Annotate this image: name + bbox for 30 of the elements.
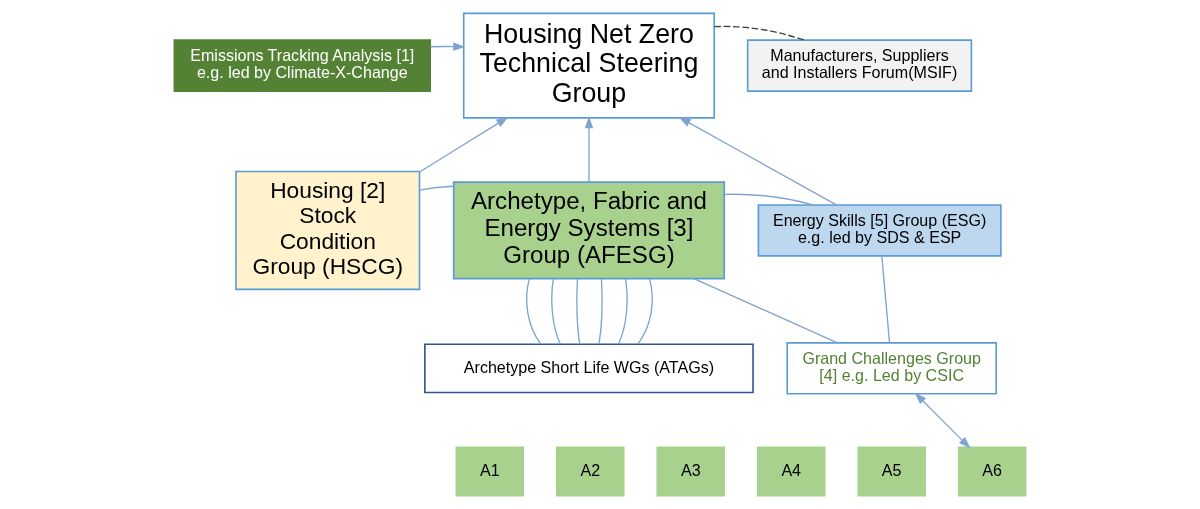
node-box: Housing Net Zero Technical Steering Group — [462, 12, 715, 119]
arrow — [678, 117, 838, 206]
arrow — [418, 116, 509, 173]
node-box: Archetype, Fabric and Energy Systems [3] Group (AFESG) — [452, 181, 726, 280]
node-box: Energy Skills [5] Group (ESG) e.g. led by SDS & ESP — [757, 204, 1002, 257]
arrow — [584, 116, 594, 183]
node-box: Housing [2] Stock Condition Group (HSCG) — [235, 170, 421, 291]
connector — [881, 255, 891, 344]
node-box: A6 — [957, 446, 1027, 497]
node-box: Grand Challenges Group [4] e.g. Led by CSIC — [786, 342, 997, 395]
connector — [637, 278, 653, 345]
node-box: Emissions Tracking Analysis [1] e.g. led by Climate-X-Change — [173, 39, 431, 92]
node-box: Archetype Short Life WGs (ATAGs) — [424, 343, 754, 394]
connector — [723, 193, 814, 206]
connector — [617, 278, 628, 345]
arrow — [914, 392, 971, 449]
connector — [693, 278, 839, 344]
connector — [418, 185, 454, 191]
connector — [551, 278, 561, 345]
node-box: Manufacturers, Suppliers and Installers Forum(MSIF) — [746, 39, 973, 92]
arrow — [429, 42, 466, 51]
connector — [713, 25, 805, 41]
connector — [576, 278, 581, 345]
connector — [598, 278, 603, 345]
node-box: A1 — [455, 446, 525, 497]
node-box: A2 — [556, 446, 625, 497]
node-box: A3 — [656, 446, 726, 497]
node-box: A5 — [857, 446, 926, 497]
connector — [526, 278, 542, 345]
node-box: A4 — [756, 446, 826, 497]
